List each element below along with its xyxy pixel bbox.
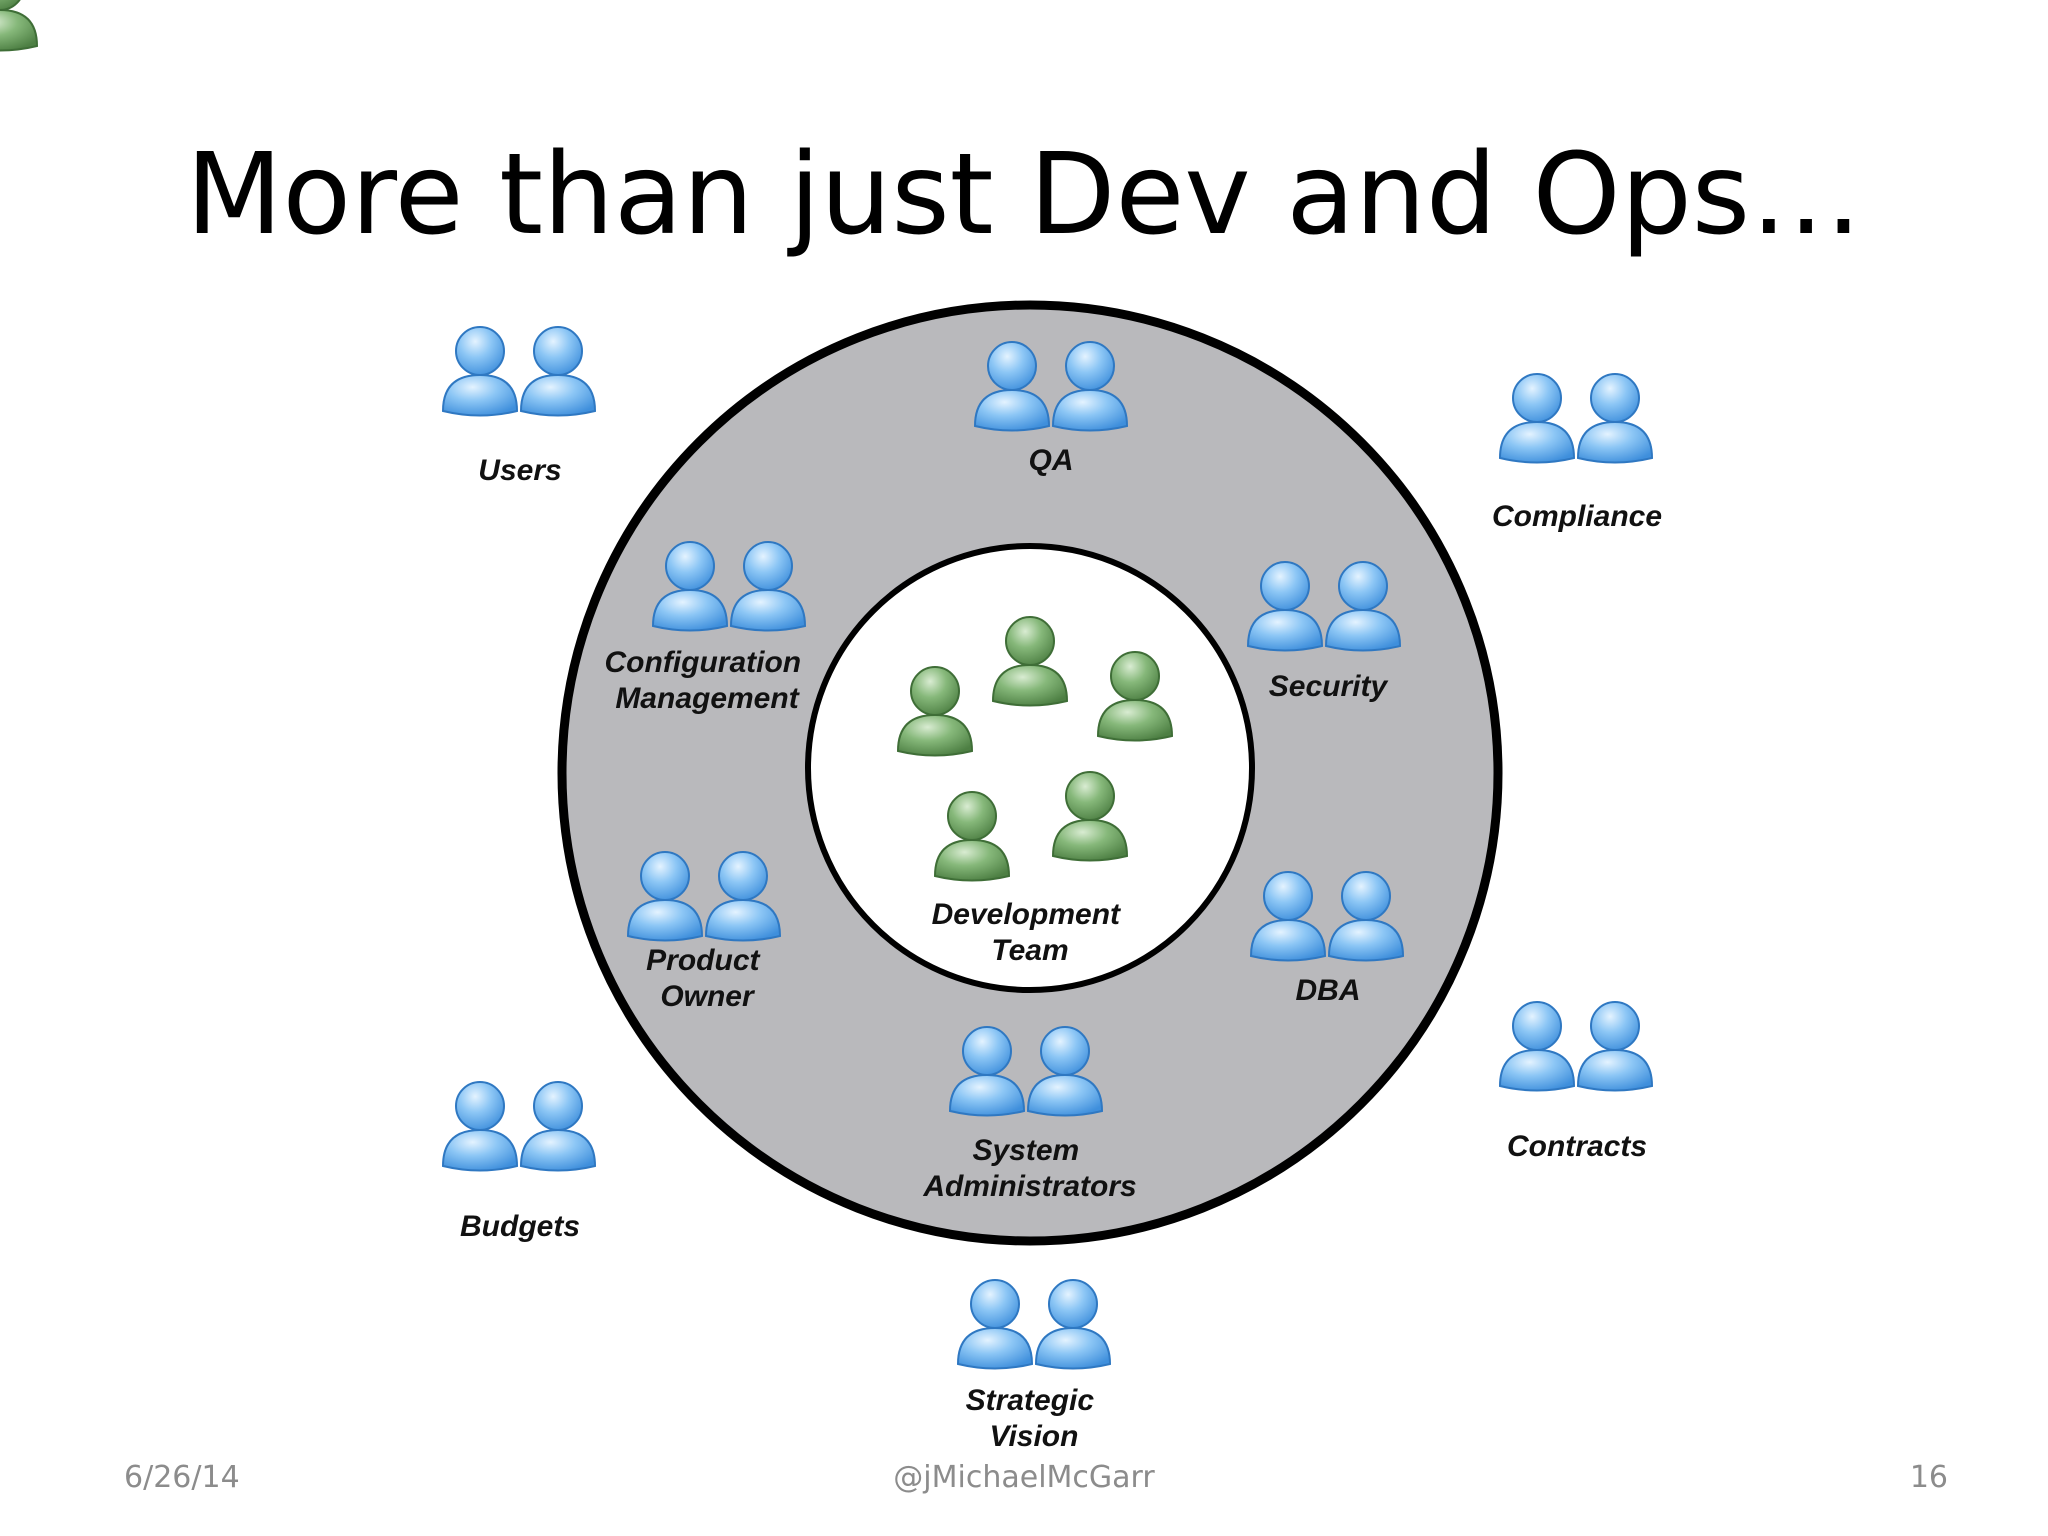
label-line: DBA xyxy=(1296,974,1361,1007)
svg-text:Contracts: Contracts xyxy=(1507,1130,1647,1163)
label-line: Compliance xyxy=(1492,500,1662,533)
two-person-icon xyxy=(1499,1001,1575,1092)
footer-author: @jMichaelMcGarr xyxy=(893,1460,1155,1495)
two-person-icon xyxy=(1035,1279,1111,1370)
svg-text:Development Team: Development Team xyxy=(932,898,1129,967)
group-system-administrators: System Administrators xyxy=(922,1026,1137,1203)
label-line: System xyxy=(972,1134,1079,1167)
label-line: Product xyxy=(646,944,761,977)
svg-text:System Administrators: System Administrators xyxy=(922,1134,1136,1203)
footer-date: 6/26/14 xyxy=(124,1460,240,1495)
label-line: Development xyxy=(932,898,1122,931)
svg-text:Users: Users xyxy=(478,454,561,487)
group-contracts: Contracts xyxy=(1499,1001,1653,1163)
svg-text:Strategic Vision: Strategic Vision xyxy=(966,1384,1103,1453)
group-users: Users xyxy=(442,326,596,487)
svg-text:Product Owner: Product Owner xyxy=(646,944,768,1013)
two-person-icon xyxy=(1577,373,1653,464)
two-person-icon xyxy=(520,1081,596,1172)
footer-page-number: 16 xyxy=(1909,1460,1948,1495)
group-product-owner: Product Owner xyxy=(627,851,781,1013)
slide-title: More than just Dev and Ops… xyxy=(185,130,1863,260)
two-person-icon xyxy=(442,1081,518,1172)
group-security: Security xyxy=(1247,561,1401,703)
svg-text:Budgets: Budgets xyxy=(460,1210,580,1243)
label-line: Owner xyxy=(660,980,756,1013)
label-line: Budgets xyxy=(460,1210,580,1243)
svg-text:DBA: DBA xyxy=(1296,974,1361,1007)
svg-text:Compliance: Compliance xyxy=(1492,500,1662,533)
label-line: Security xyxy=(1269,670,1389,703)
label-line: Configuration xyxy=(605,646,802,679)
group-compliance: Compliance xyxy=(1492,373,1662,533)
group-strategic-vision: Strategic Vision xyxy=(957,1279,1111,1453)
two-person-icon xyxy=(1577,1001,1653,1092)
two-person-icon xyxy=(1499,373,1575,464)
label-line: Strategic xyxy=(966,1384,1095,1417)
group-dba: DBA xyxy=(1250,871,1404,1007)
two-person-icon xyxy=(957,1279,1033,1370)
two-person-icon xyxy=(442,326,518,417)
label-line: Administrators xyxy=(922,1170,1136,1203)
group-qa: QA xyxy=(974,341,1128,477)
two-person-icon xyxy=(520,326,596,417)
group-development-team: Development Team xyxy=(0,0,1173,967)
label-line: QA xyxy=(1029,444,1074,477)
label-line: Contracts xyxy=(1507,1130,1647,1163)
svg-text:QA: QA xyxy=(1029,444,1074,477)
group-budgets: Budgets xyxy=(442,1081,596,1243)
group-configuration-management: Configuration Management xyxy=(605,541,810,715)
label-line: Management xyxy=(615,682,800,715)
label-line: Users xyxy=(478,454,561,487)
svg-text:Security: Security xyxy=(1269,670,1389,703)
label-line: Team xyxy=(991,934,1068,967)
label-line: Vision xyxy=(990,1420,1079,1453)
svg-text:Configuration Manageme: Configuration Management xyxy=(605,646,810,715)
